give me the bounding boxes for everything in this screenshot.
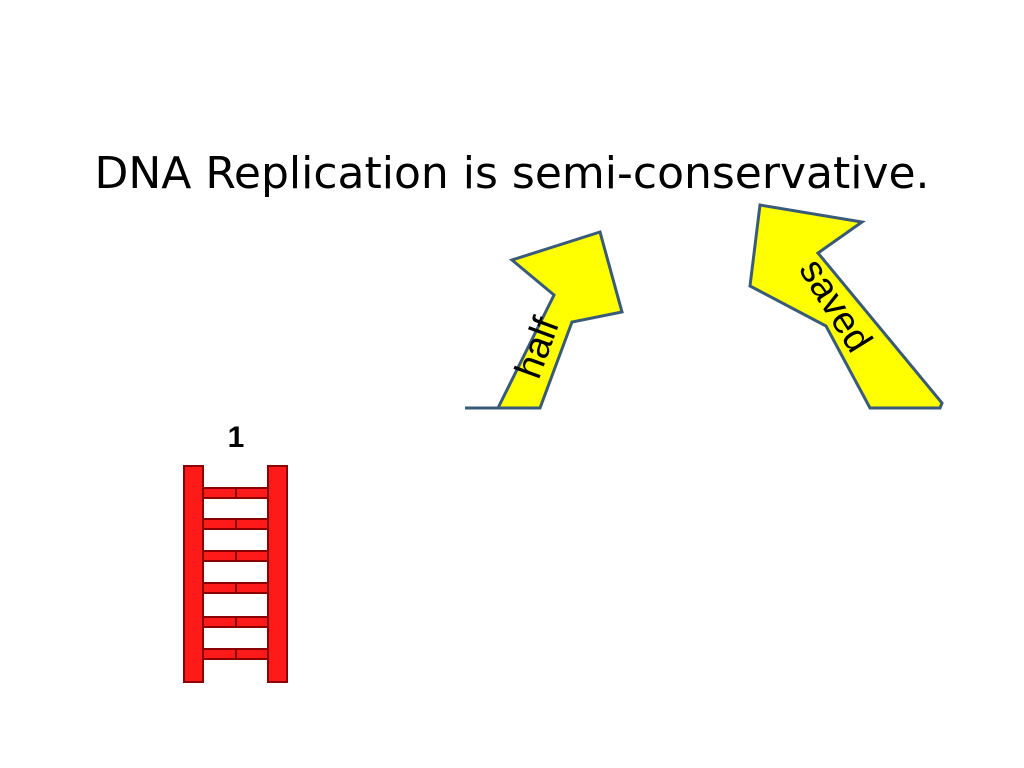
- ladder-rung: [235, 518, 269, 530]
- ladder-rung: [202, 582, 237, 594]
- arrow-saved-shape: [748, 203, 944, 410]
- ladder-number-label: 1: [228, 421, 245, 454]
- ladder-rung: [235, 582, 269, 594]
- ladder-rail-left: [183, 465, 204, 683]
- arrow-half: half: [465, 230, 624, 410]
- ladder-rung: [235, 487, 269, 499]
- ladder-rungs: [202, 487, 269, 660]
- ladder-rung: [202, 616, 237, 628]
- ladder-rung: [202, 550, 237, 562]
- slide-title: DNA Replication is semi-conservative.: [94, 148, 930, 199]
- ladder-rung: [235, 616, 269, 628]
- ladder-rung: [235, 550, 269, 562]
- ladder-rung: [235, 648, 269, 660]
- ladder-rail-right: [267, 465, 288, 683]
- ladder-rung: [202, 487, 237, 499]
- dna-ladder-icon: 1: [183, 421, 288, 683]
- arrow-saved: saved: [748, 203, 944, 410]
- ladder-rung: [202, 518, 237, 530]
- ladder-rung: [202, 648, 237, 660]
- arrow-half-shape: [465, 230, 624, 410]
